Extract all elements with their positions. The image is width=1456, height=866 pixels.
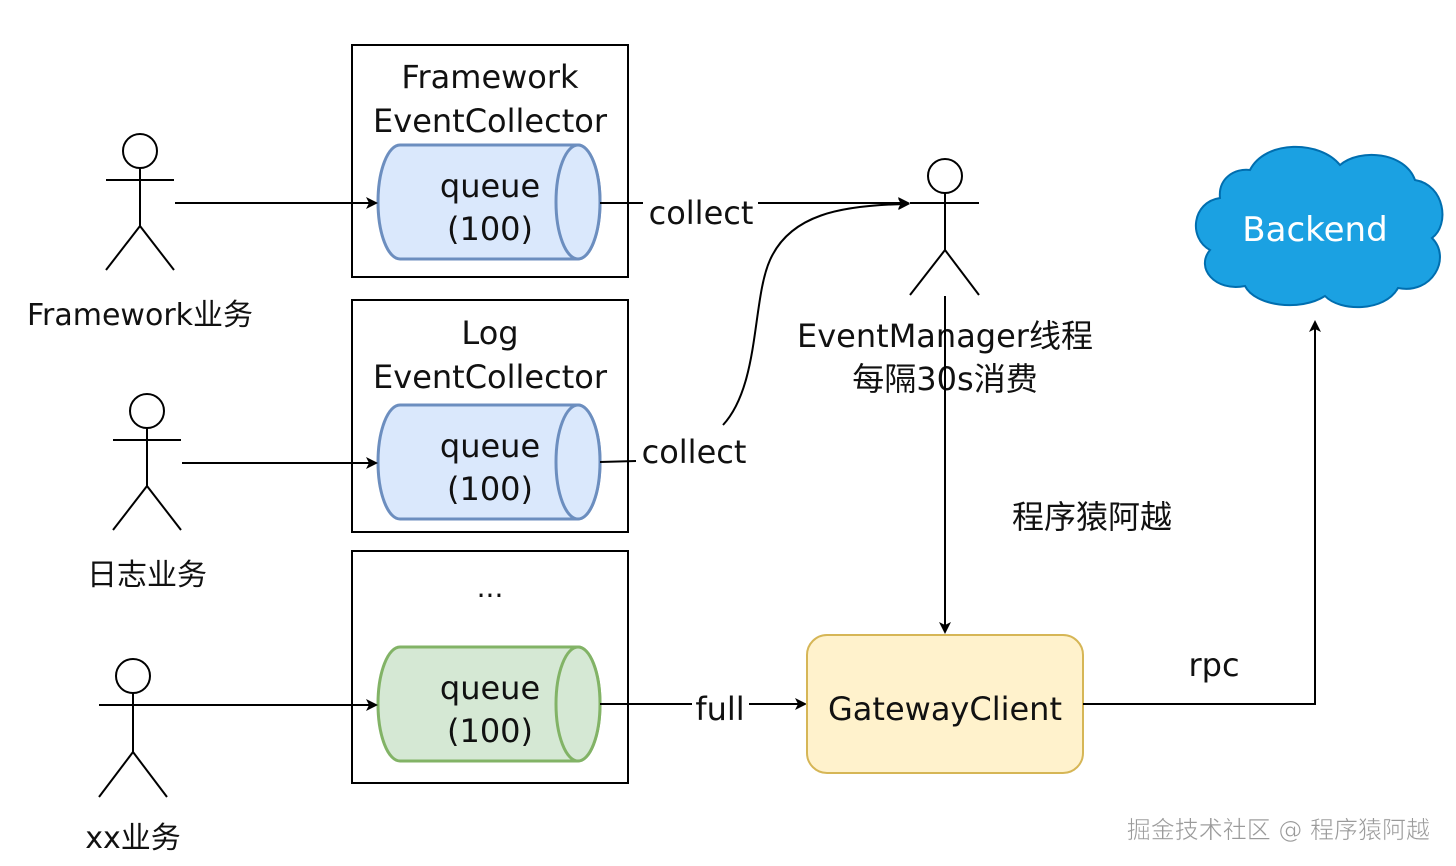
collector-title: Framework (401, 58, 579, 96)
backend-label: Backend (1242, 210, 1387, 250)
queue-capacity: (100) (447, 470, 533, 508)
actor-framework (105, 133, 175, 271)
arrow-collect-2 (722, 198, 910, 426)
annotation-author: 程序猿阿越 (1012, 498, 1172, 536)
actor-log (112, 393, 182, 531)
queue-log (376, 403, 602, 521)
queue-label: queue (440, 167, 540, 205)
actor-xx (98, 658, 168, 798)
edge-collect-2-start (599, 460, 637, 463)
queue-other (376, 645, 602, 763)
actor-head (122, 133, 158, 169)
collector-title: EventCollector (373, 358, 608, 396)
actor-xx-label: xx业务 (85, 821, 181, 856)
queue-framework (376, 143, 602, 261)
queue-label: queue (440, 427, 540, 465)
queue-label: queue (440, 669, 540, 707)
watermark: 掘金技术社区 @ 程序猿阿越 (1127, 816, 1430, 844)
collector-title: ... (477, 571, 504, 604)
collector-title: EventCollector (373, 102, 608, 140)
edge-label-full: full (695, 690, 744, 728)
queue-capacity: (100) (447, 210, 533, 248)
edge-label-collect: collect (649, 194, 754, 232)
arrow-rpc (1083, 320, 1321, 705)
queue-capacity: (100) (447, 712, 533, 750)
backend-cloud (1194, 145, 1444, 309)
edge-label-collect: collect (642, 433, 747, 471)
actor-framework-label: Framework业务 (27, 298, 253, 333)
collector-title: Log (461, 314, 518, 352)
actor-event-manager (909, 158, 980, 296)
gateway-client-label: GatewayClient (828, 690, 1062, 728)
edge-label-rpc: rpc (1188, 646, 1239, 684)
actor-log-label: 日志业务 (87, 558, 207, 593)
